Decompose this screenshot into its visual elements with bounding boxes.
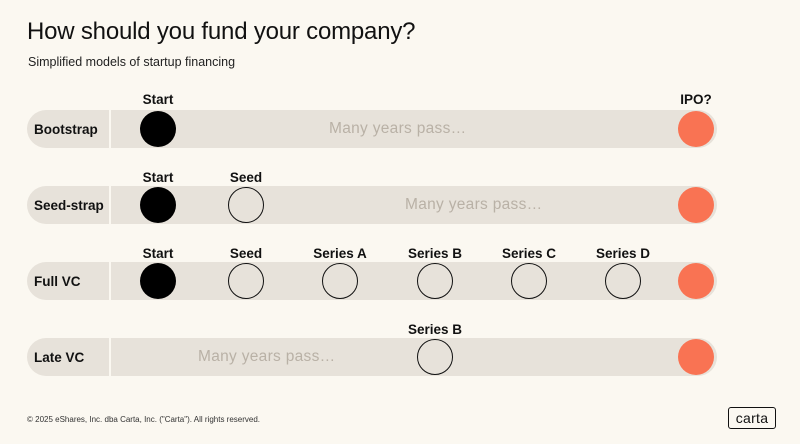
row-bootstrap: Bootstrap Many years pass… [27, 110, 717, 148]
stage-label-seed: Seed [229, 170, 263, 185]
carta-logo: carta [728, 407, 776, 429]
stage-label-series-b: Series B [407, 322, 463, 337]
stage-series-b-marker [417, 263, 453, 299]
stage-label-series-d: Series D [595, 246, 651, 261]
stage-start-marker [140, 111, 176, 147]
stage-series-d-marker [605, 263, 641, 299]
time-note: Many years pass… [329, 120, 467, 137]
stage-label-start: Start [142, 170, 174, 185]
stage-label-series-b: Series B [407, 246, 463, 261]
timeline-track [27, 186, 717, 224]
row-label-late-vc: Late VC [27, 338, 111, 376]
stage-series-a-marker [322, 263, 358, 299]
stage-start-marker [140, 187, 176, 223]
timeline-track [27, 338, 717, 376]
stage-ipo-marker [678, 187, 714, 223]
stage-seed-marker [228, 187, 264, 223]
page-subtitle: Simplified models of startup financing [28, 55, 236, 69]
time-note: Many years pass… [405, 196, 543, 213]
stage-ipo-marker [678, 111, 714, 147]
stage-label-ipo: IPO? [680, 92, 712, 107]
stage-series-b-marker [417, 339, 453, 375]
page-title: How should you fund your company? [27, 18, 416, 45]
stage-series-c-marker [511, 263, 547, 299]
row-label-seed-strap: Seed-strap [27, 186, 111, 224]
stage-label-series-a: Series A [313, 246, 367, 261]
row-full-vc: Full VC [27, 262, 717, 300]
stage-label-start: Start [142, 92, 174, 107]
stage-label-start: Start [142, 246, 174, 261]
stage-label-seed: Seed [229, 246, 263, 261]
stage-seed-marker [228, 263, 264, 299]
stage-ipo-marker [678, 263, 714, 299]
row-label-bootstrap: Bootstrap [27, 110, 111, 148]
row-seed-strap: Seed-strap Many years pass… [27, 186, 717, 224]
row-late-vc: Late VC Many years pass… [27, 338, 717, 376]
row-label-full-vc: Full VC [27, 262, 111, 300]
stage-ipo-marker [678, 339, 714, 375]
stage-start-marker [140, 263, 176, 299]
copyright-footer: © 2025 eShares, Inc. dba Carta, Inc. ("C… [27, 415, 261, 424]
stage-label-series-c: Series C [501, 246, 557, 261]
time-note: Many years pass… [198, 348, 336, 365]
